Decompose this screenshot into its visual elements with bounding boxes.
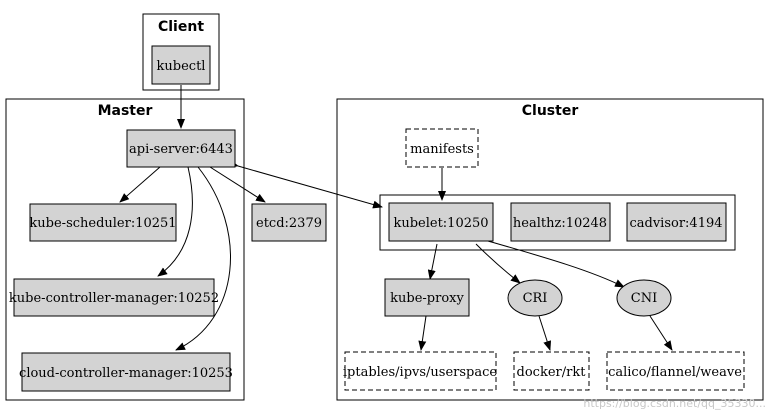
node-kube-scheduler[interactable]: kube-scheduler:10251 — [29, 203, 177, 242]
node-iptables[interactable]: iptables/ipvs/userspace — [343, 351, 498, 391]
node-cloud-controller-manager[interactable]: cloud-controller-manager:10253 — [19, 352, 233, 392]
client-cluster-title: Client — [158, 19, 204, 35]
edge-api-server-kube-controller-manager — [157, 166, 193, 277]
node-cadvisor[interactable]: cadvisor:4194 — [626, 202, 727, 242]
edge-cri-docker-rkt — [538, 315, 552, 351]
node-kubelet[interactable]: kubelet:10250 — [388, 202, 494, 242]
master-cluster-title: Master — [98, 103, 153, 119]
node-calico-label: calico/flannel/weave — [608, 365, 742, 380]
node-iptables-label: iptables/ipvs/userspace — [343, 365, 498, 380]
edge-kubelet-kube-proxy — [427, 243, 438, 280]
node-cloud-controller-manager-label: cloud-controller-manager:10253 — [19, 366, 233, 381]
edge-api-server-kubelet — [228, 159, 383, 209]
node-cri[interactable]: CRI — [507, 279, 563, 317]
node-manifests[interactable]: manifests — [405, 128, 479, 168]
node-cadvisor-label: cadvisor:4194 — [629, 216, 722, 231]
edge-kubelet-cni — [487, 240, 625, 288]
edge-kube-proxy-iptables — [418, 315, 427, 351]
node-kubectl-label: kubectl — [157, 59, 206, 74]
node-etcd-label: etcd:2379 — [256, 216, 322, 231]
node-cni[interactable]: CNI — [616, 279, 672, 317]
node-kube-scheduler-label: kube-scheduler:10251 — [29, 216, 176, 231]
edge-cni-calico — [649, 315, 673, 351]
watermark-text: https://blog.csdn.net/qq_35330... — [583, 397, 766, 410]
node-kube-controller-manager[interactable]: kube-controller-manager:10252 — [9, 278, 219, 317]
node-docker-rkt-label: docker/rkt — [517, 365, 587, 380]
node-kubectl[interactable]: kubectl — [151, 45, 211, 85]
node-manifests-label: manifests — [410, 142, 474, 157]
node-kube-controller-manager-label: kube-controller-manager:10252 — [9, 291, 219, 306]
cluster-cluster-title: Cluster — [522, 103, 579, 119]
node-api-server[interactable]: api-server:6443 — [126, 129, 236, 168]
node-docker-rkt[interactable]: docker/rkt — [513, 351, 590, 391]
node-cni-label: CNI — [631, 291, 657, 306]
node-kubelet-label: kubelet:10250 — [393, 216, 488, 231]
node-cri-label: CRI — [523, 291, 548, 306]
node-healthz-label: healthz:10248 — [513, 216, 607, 231]
edge-api-server-cloud-controller-manager — [175, 166, 231, 351]
edges — [119, 85, 673, 351]
edge-kubelet-cri — [475, 243, 521, 284]
node-etcd[interactable]: etcd:2379 — [251, 203, 327, 242]
edge-api-server-kube-scheduler — [119, 166, 161, 203]
node-kube-proxy-label: kube-proxy — [390, 291, 464, 306]
node-calico[interactable]: calico/flannel/weave — [606, 351, 745, 391]
node-kube-proxy[interactable]: kube-proxy — [384, 278, 470, 317]
node-api-server-label: api-server:6443 — [129, 142, 233, 157]
node-healthz[interactable]: healthz:10248 — [510, 202, 611, 242]
